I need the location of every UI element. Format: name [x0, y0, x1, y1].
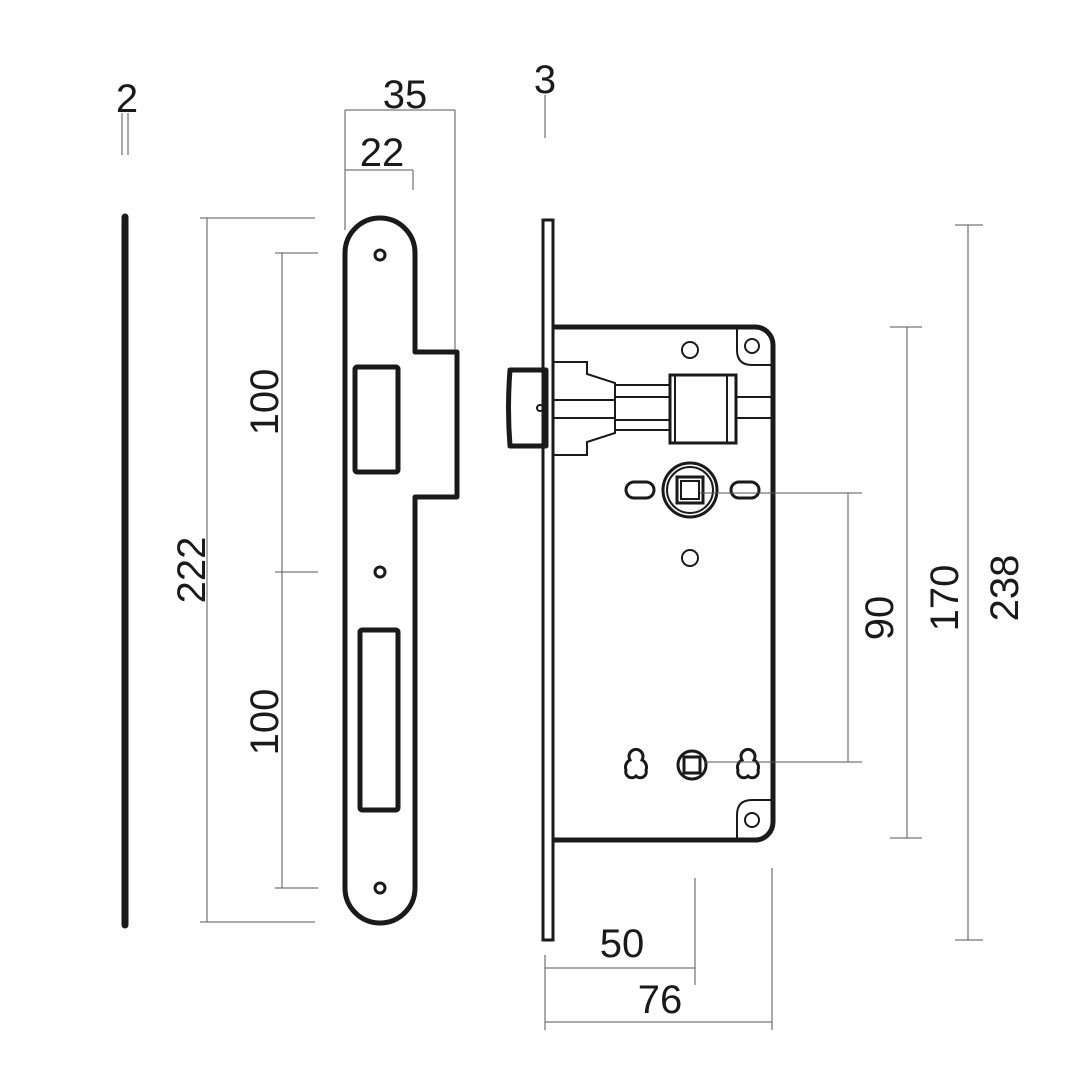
lock-dimensions: 3 90 170 238 50 76 [534, 58, 1027, 1030]
bolt-opening [357, 627, 401, 813]
screw-hole [373, 565, 387, 579]
dim-faceplate-length: 238 [983, 555, 1027, 622]
dim-spindle-to-cylinder: 90 [858, 596, 902, 641]
screw-hole [373, 881, 387, 895]
strike-plate [342, 215, 460, 926]
dim-plate-thickness: 2 [116, 77, 138, 121]
latch-bolt [506, 367, 549, 449]
lock-body [506, 218, 776, 942]
spindle-hub [661, 461, 719, 519]
dim-strike-length: 222 [170, 537, 214, 604]
dim-body-depth: 76 [638, 978, 683, 1022]
dim-hole-spacing-bottom: 100 [243, 689, 287, 756]
cylinder-hole [676, 749, 708, 781]
dim-backset: 50 [600, 922, 645, 966]
thin-plate: 2 [116, 77, 138, 929]
dim-hole-spacing-top: 100 [243, 369, 287, 436]
dim-faceplate-thickness: 3 [534, 58, 556, 102]
dim-strike-inner-width: 22 [360, 131, 405, 175]
dim-strike-width: 35 [383, 73, 428, 117]
dim-body-height: 170 [923, 565, 967, 632]
screw-hole [373, 248, 387, 262]
faceplate [541, 218, 555, 942]
strike-dimensions: 35 22 222 100 100 [170, 73, 456, 923]
latch-opening [352, 364, 401, 475]
